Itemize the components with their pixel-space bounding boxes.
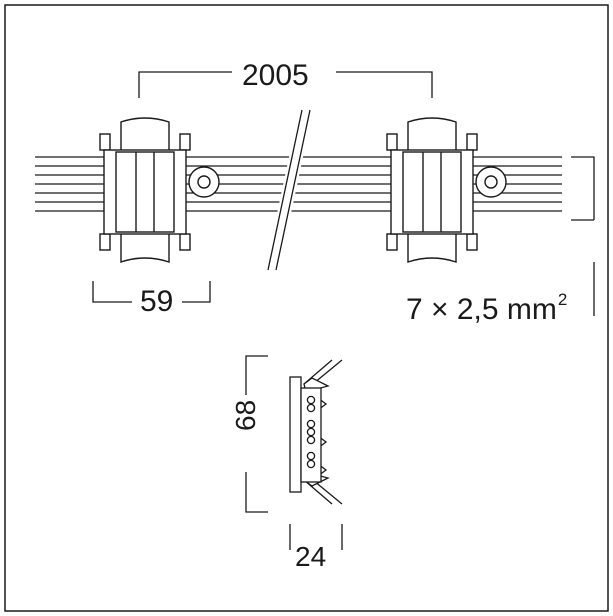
cable-break-mark bbox=[265, 109, 313, 271]
dimension-line-connector-height bbox=[245, 355, 268, 513]
drawing-frame bbox=[4, 4, 609, 612]
dimension-label-cable-spec: 7 × 2,5 mm2 bbox=[404, 290, 570, 326]
cable-spec-superscript: 2 bbox=[557, 290, 568, 309]
dimension-line-cable bbox=[571, 156, 595, 316]
dimension-label-connector-width: 24 bbox=[292, 543, 330, 571]
cable-spec-text: 7 × 2,5 mm bbox=[406, 293, 557, 326]
tap-off-clip-left bbox=[99, 117, 220, 263]
end-connector bbox=[289, 359, 343, 505]
dimension-label-connector-height: 68 bbox=[230, 396, 261, 434]
dimension-line-length bbox=[138, 71, 433, 98]
tap-off-clip-right bbox=[386, 117, 507, 263]
dimension-label-clip-width: 59 bbox=[138, 285, 176, 318]
dimension-line-clip-width bbox=[92, 281, 211, 303]
dimension-label-length: 2005 bbox=[238, 61, 313, 91]
